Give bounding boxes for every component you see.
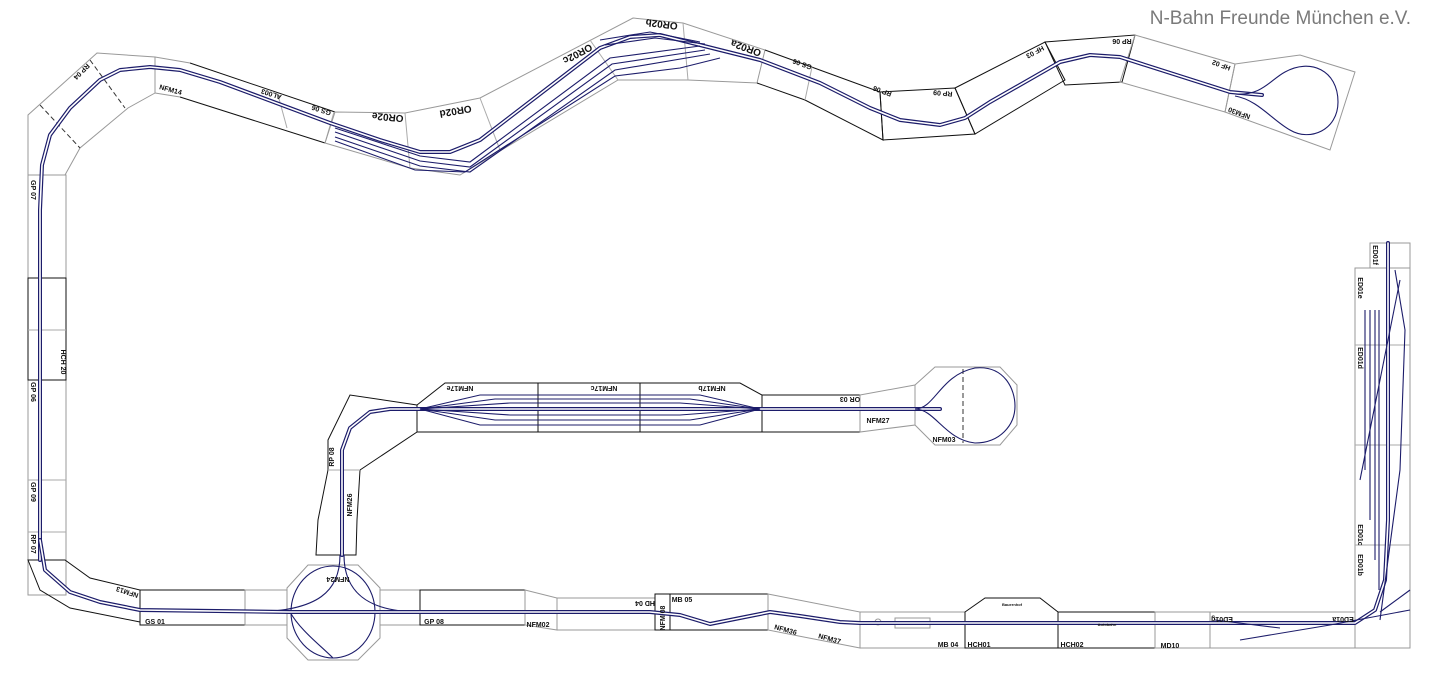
label-autobahn: Autobahn: [1098, 622, 1117, 627]
label-nfm27: NFM27: [867, 418, 890, 425]
label-gp06: GP 06: [29, 382, 36, 402]
label-gp09: GP 09: [29, 482, 36, 502]
module-rp09: [879, 87, 976, 141]
label-mb05: MB 05: [672, 597, 693, 604]
yard-ed01: [1214, 269, 1411, 641]
label-ed01b: ED01b: [1356, 554, 1363, 576]
label-rp06-b: RP 06: [1112, 37, 1131, 44]
module-hf03: [954, 41, 1066, 135]
label-rp08: RP 08: [329, 447, 336, 466]
label-hch20: HCH 20: [59, 350, 66, 375]
label-mb04: MB 04: [938, 642, 959, 649]
label-nfm03: NFM03: [933, 437, 956, 444]
label-nfm37: NFM37: [817, 633, 841, 646]
label-nfm26: NFM26: [347, 493, 354, 516]
label-ed01g: ED01g: [1211, 615, 1233, 622]
main-track-middle: [340, 407, 942, 557]
module-nfm03: [914, 366, 1018, 446]
return-loop-nfm30: [1234, 65, 1339, 136]
label-ed01d: ED01d: [1356, 347, 1363, 369]
module-nfm14: [189, 62, 336, 113]
label-nfm08: NFM 08: [660, 605, 667, 630]
label-ed01c: ED01c: [1356, 524, 1363, 546]
main-track-bottom: [38, 241, 1390, 626]
label-hf03: HF 03: [1025, 44, 1045, 59]
label-or02e: OR02e: [371, 110, 404, 124]
label-ed01e: ED01e: [1356, 277, 1363, 299]
module-labels: RP 04 NFM14 AL003 GS 06 OR02e OR02d OR02…: [29, 16, 1378, 650]
yard-fan-nfm17: [419, 394, 761, 426]
label-or02b: OR02b: [645, 16, 678, 31]
module-rp04: [27, 52, 156, 176]
label-nfm36: NFM36: [773, 624, 797, 637]
module-gs06: [756, 49, 884, 141]
module-outlines: [27, 17, 1411, 661]
label-bauernhof: Bauernhof: [1002, 602, 1023, 607]
label-rp04: RP 04: [72, 62, 91, 81]
label-hch02: HCH02: [1061, 642, 1084, 649]
label-md10: MD10: [1161, 643, 1180, 650]
label-nfm17c: NFM17c: [590, 384, 617, 391]
main-track-top: [38, 33, 1264, 562]
label-gs06-b: GS 06: [792, 57, 813, 70]
label-nfm02: NFM02: [527, 622, 550, 629]
label-gs01: GS 01: [145, 619, 165, 626]
module-rp08: [315, 394, 418, 556]
label-nfm24: NFM24: [326, 575, 349, 582]
module-rp06: [1044, 34, 1136, 86]
label-or03: OR 03: [840, 395, 860, 402]
label-gp07: GP 07: [29, 180, 36, 200]
label-gp08: GP 08: [424, 619, 444, 626]
return-loop-nfm03: [914, 367, 1016, 444]
label-nfm17b: NFM17b: [698, 384, 725, 391]
label-ed01f: ED01f: [1371, 245, 1378, 266]
label-ed01a: ED01a: [1332, 615, 1354, 622]
label-rp09: RP 09: [933, 88, 953, 97]
tracks: [38, 31, 1411, 659]
club-title: N-Bahn Freunde München e.V.: [1149, 8, 1411, 29]
label-rp07: RP 07: [29, 534, 36, 553]
label-gs06: GS 06: [311, 103, 332, 116]
label-nfm17e: NFM17e: [446, 384, 473, 391]
label-rp06: RP 06: [872, 84, 893, 97]
module-loop-nfm30: [1224, 54, 1356, 151]
label-hch01: HCH01: [968, 642, 991, 649]
label-or02d: OR02d: [439, 102, 473, 118]
module-hch20: [27, 277, 67, 381]
label-hd04: HD 04: [635, 599, 655, 606]
